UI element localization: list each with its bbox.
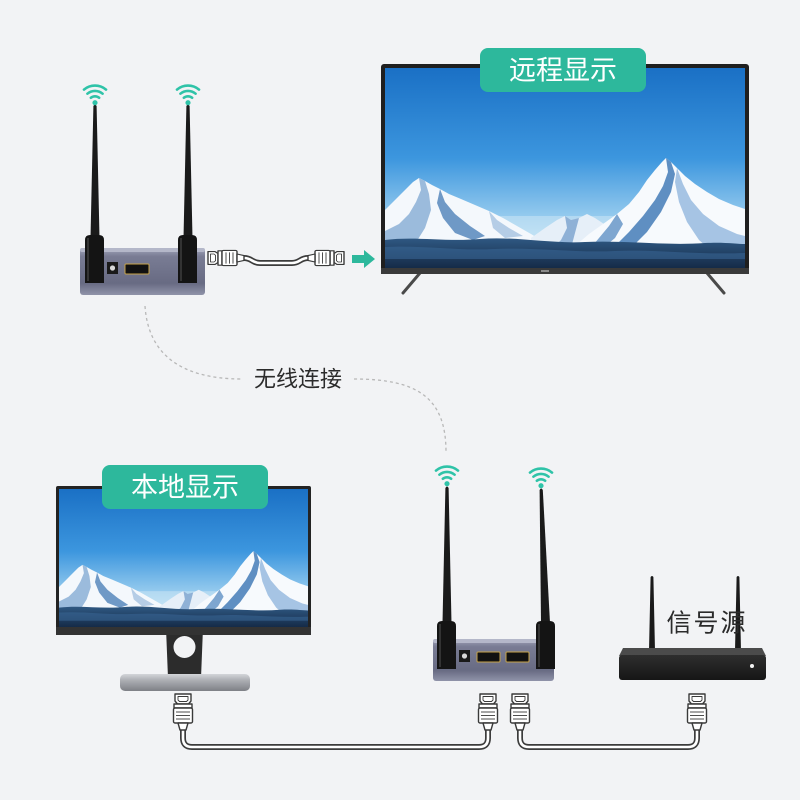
transmitter-device xyxy=(433,486,555,681)
source-status-light xyxy=(750,664,754,668)
local-display-pill xyxy=(102,465,268,509)
source-box-top xyxy=(619,648,766,656)
local-monitor xyxy=(56,486,311,691)
remote-display-text: 远程显示 xyxy=(509,56,617,87)
signal-source-caption: 信号源 xyxy=(666,609,747,638)
wireless-link-line-right xyxy=(353,378,447,453)
hdmi-cable-transmitter-to-source xyxy=(509,693,708,750)
transmitter-antenna-base-left xyxy=(437,621,456,669)
remote-display-label: 远程显示 xyxy=(480,48,646,92)
local-display-label: 本地显示 xyxy=(102,465,268,509)
receiver-device xyxy=(80,104,205,295)
arrow-right-icon xyxy=(352,250,375,268)
receiver-antenna-base-right-highlight xyxy=(180,238,182,281)
hdmi-cable-receiver-to-tv xyxy=(207,249,345,267)
tv-stand-left-leg xyxy=(401,271,422,295)
wireless-link-line-left xyxy=(144,305,243,380)
source-box-front xyxy=(619,655,766,680)
source-antenna-left xyxy=(649,576,655,651)
receiver-antenna-base-left-highlight xyxy=(87,238,89,281)
source-antenna-right xyxy=(735,576,741,651)
remote-display-pill xyxy=(480,48,646,92)
transmitter-hdmi-port-2 xyxy=(505,651,530,663)
transmitter-antenna-base-right-highlight xyxy=(538,624,540,667)
receiver-dc-port-pin xyxy=(109,265,116,271)
transmitter-body-top-edge xyxy=(433,639,554,643)
monitor-screen-landscape xyxy=(59,489,308,627)
transmitter-antenna-base-right xyxy=(536,621,555,669)
monitor-stand-cable-hole xyxy=(173,636,196,658)
hdmi-cable-monitor-to-transmitter xyxy=(172,693,499,750)
cable-core xyxy=(518,728,699,749)
transmitter-hdmi-port-1 xyxy=(476,651,501,663)
transmitter-antenna-left xyxy=(442,486,452,623)
receiver-antenna-right xyxy=(183,104,193,238)
receiver-antenna-base-right xyxy=(178,235,197,283)
receiver-antenna-left xyxy=(90,104,100,238)
transmitter-dc-port-pin xyxy=(461,653,468,659)
monitor-stand-base xyxy=(120,674,250,691)
monitor-bottom-bar xyxy=(56,627,311,635)
tv-screen-landscape xyxy=(385,68,745,268)
signal-source-device: 信号源 xyxy=(619,576,766,680)
wireless-link-caption: 无线连接 xyxy=(254,368,342,393)
receiver-antenna-base-left xyxy=(85,235,104,283)
transmitter-antenna-base-left-highlight xyxy=(439,624,441,667)
local-display-text: 本地显示 xyxy=(131,473,239,504)
receiver-hdmi-port xyxy=(124,263,150,275)
remote-tv xyxy=(381,64,749,295)
cable-core xyxy=(181,728,490,749)
tv-bottom-bar xyxy=(381,268,749,274)
cable-core xyxy=(242,256,310,265)
tv-stand-right-leg xyxy=(705,271,726,295)
wireless-link: 无线连接 xyxy=(144,305,447,453)
transmitter-antenna-right xyxy=(539,488,550,623)
receiver-body-top-edge xyxy=(80,248,205,252)
tv-logo xyxy=(541,270,549,272)
